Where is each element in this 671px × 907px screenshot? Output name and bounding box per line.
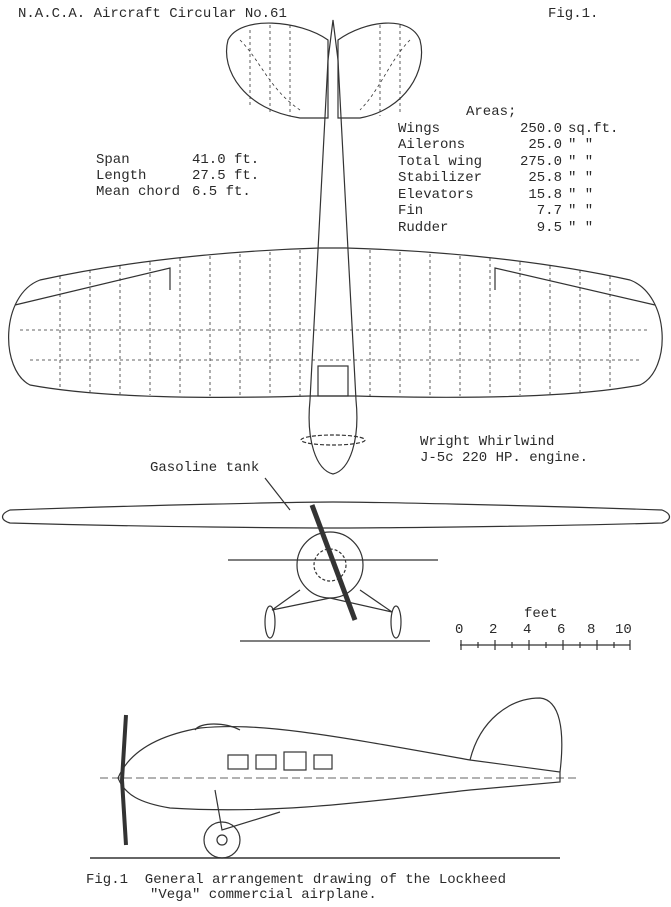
- horizontal-tail-left: [226, 22, 329, 119]
- header-circular: N.A.C.A. Aircraft Circular No.61: [18, 6, 287, 22]
- wing-ribs: [20, 25, 650, 396]
- scale-tick-marks: [460, 640, 631, 650]
- areas-row: Fin 7.7 " ": [398, 203, 648, 220]
- cockpit-side: [194, 723, 241, 731]
- landing-gear: [271, 589, 393, 613]
- fuselage-top: [308, 19, 358, 475]
- dimension-row: Span 41.0 ft.: [96, 152, 272, 168]
- scale-tick: 2: [489, 622, 498, 638]
- area-value: 7.7: [536, 203, 562, 219]
- dimension-row: Length 27.5 ft.: [96, 168, 272, 184]
- fuselage-side: [117, 725, 561, 811]
- propeller-front: [309, 504, 358, 621]
- aileron-left: [14, 267, 171, 306]
- header-figure: Fig.1.: [548, 6, 599, 22]
- area-value: 9.5: [536, 219, 562, 236]
- left-wheel: [264, 605, 276, 639]
- cockpit-top: [317, 365, 349, 397]
- area-label: Total wing: [398, 153, 483, 170]
- scale-tick: 8: [587, 622, 596, 638]
- propeller-side: [119, 714, 128, 846]
- scale-tick: 6: [557, 622, 566, 638]
- area-unit: " ": [568, 186, 594, 203]
- area-value: 275.0: [519, 153, 562, 170]
- areas-row: Stabilizer 25.8 " ": [398, 170, 648, 187]
- fin-side: [469, 697, 563, 773]
- area-value: 25.8: [528, 170, 562, 186]
- areas-row: Ailerons 25.0 " ": [398, 137, 648, 154]
- scale-tick: 4: [523, 622, 532, 638]
- window: [255, 754, 277, 770]
- gear-side: [214, 789, 281, 831]
- side-view: [90, 697, 580, 859]
- top-view: [8, 19, 663, 475]
- dimension-row: Mean chord 6.5 ft.: [96, 184, 272, 200]
- engine-label-line2: J-5c 220 HP. engine.: [420, 450, 589, 466]
- dimension-label: Span: [96, 152, 130, 168]
- wing-rib-lines-right: [369, 250, 611, 396]
- area-unit: " ": [568, 153, 594, 170]
- wing-top: [8, 247, 663, 398]
- scale-tick: 10: [615, 622, 632, 638]
- engine-label-line1: Wright Whirlwind: [420, 434, 555, 450]
- area-value: 15.8: [528, 186, 562, 203]
- dimension-value: 6.5 ft.: [192, 184, 251, 200]
- wheel-hub-side: [216, 834, 228, 846]
- dimension-value: 27.5 ft.: [192, 168, 260, 184]
- area-value: 250.0: [519, 120, 562, 137]
- caption-line1: Fig.1 General arrangement drawing of the…: [86, 872, 507, 888]
- area-unit: " ": [568, 170, 594, 186]
- engine-front: [313, 548, 347, 582]
- tank-leader: [264, 477, 291, 511]
- areas-title: Areas;: [466, 104, 517, 120]
- aileron-right: [494, 267, 656, 306]
- scale-tick: 0: [455, 622, 464, 638]
- right-wheel: [390, 605, 402, 639]
- dimensions-table: Span 41.0 ft. Length 27.5 ft. Mean chord 6.…: [96, 152, 272, 200]
- areas-row: Total wing 275.0 " ": [398, 154, 648, 171]
- wing-front: [1, 501, 671, 529]
- fuselage-front: [296, 531, 364, 599]
- scale-unit: feet: [524, 606, 558, 622]
- area-unit: " ": [568, 203, 594, 219]
- front-view: [1, 477, 671, 642]
- wing-spar-lines: [20, 329, 650, 361]
- door: [283, 751, 307, 771]
- area-value: 25.0: [528, 137, 562, 153]
- window: [227, 754, 249, 770]
- horizontal-tail-right: [337, 22, 423, 119]
- window: [313, 754, 333, 770]
- scale-bar: [460, 640, 631, 650]
- area-label: Ailerons: [398, 137, 466, 153]
- engine-cylinders-top: [300, 434, 366, 446]
- dimension-label: Mean chord: [96, 184, 181, 200]
- area-unit: " ": [568, 219, 594, 236]
- caption-line2: "Vega" commercial airplane.: [150, 887, 377, 903]
- area-unit: " ": [568, 137, 594, 153]
- areas-row: Wings 250.0 sq.ft.: [398, 121, 648, 138]
- area-label: Wings: [398, 120, 441, 137]
- areas-row: Elevators 15.8 " ": [398, 187, 648, 204]
- area-label: Rudder: [398, 219, 449, 236]
- wing-rib-lines-left: [59, 250, 301, 396]
- areas-row: Rudder 9.5 " ": [398, 220, 648, 237]
- gasoline-tank-label: Gasoline tank: [150, 460, 260, 476]
- area-label: Stabilizer: [398, 170, 483, 186]
- tail-rib-lines: [239, 25, 411, 116]
- area-unit: sq.ft.: [568, 120, 619, 137]
- dimension-label: Length: [96, 168, 147, 184]
- area-label: Elevators: [398, 186, 474, 203]
- area-label: Fin: [398, 203, 424, 219]
- dimension-value: 41.0 ft.: [192, 152, 260, 168]
